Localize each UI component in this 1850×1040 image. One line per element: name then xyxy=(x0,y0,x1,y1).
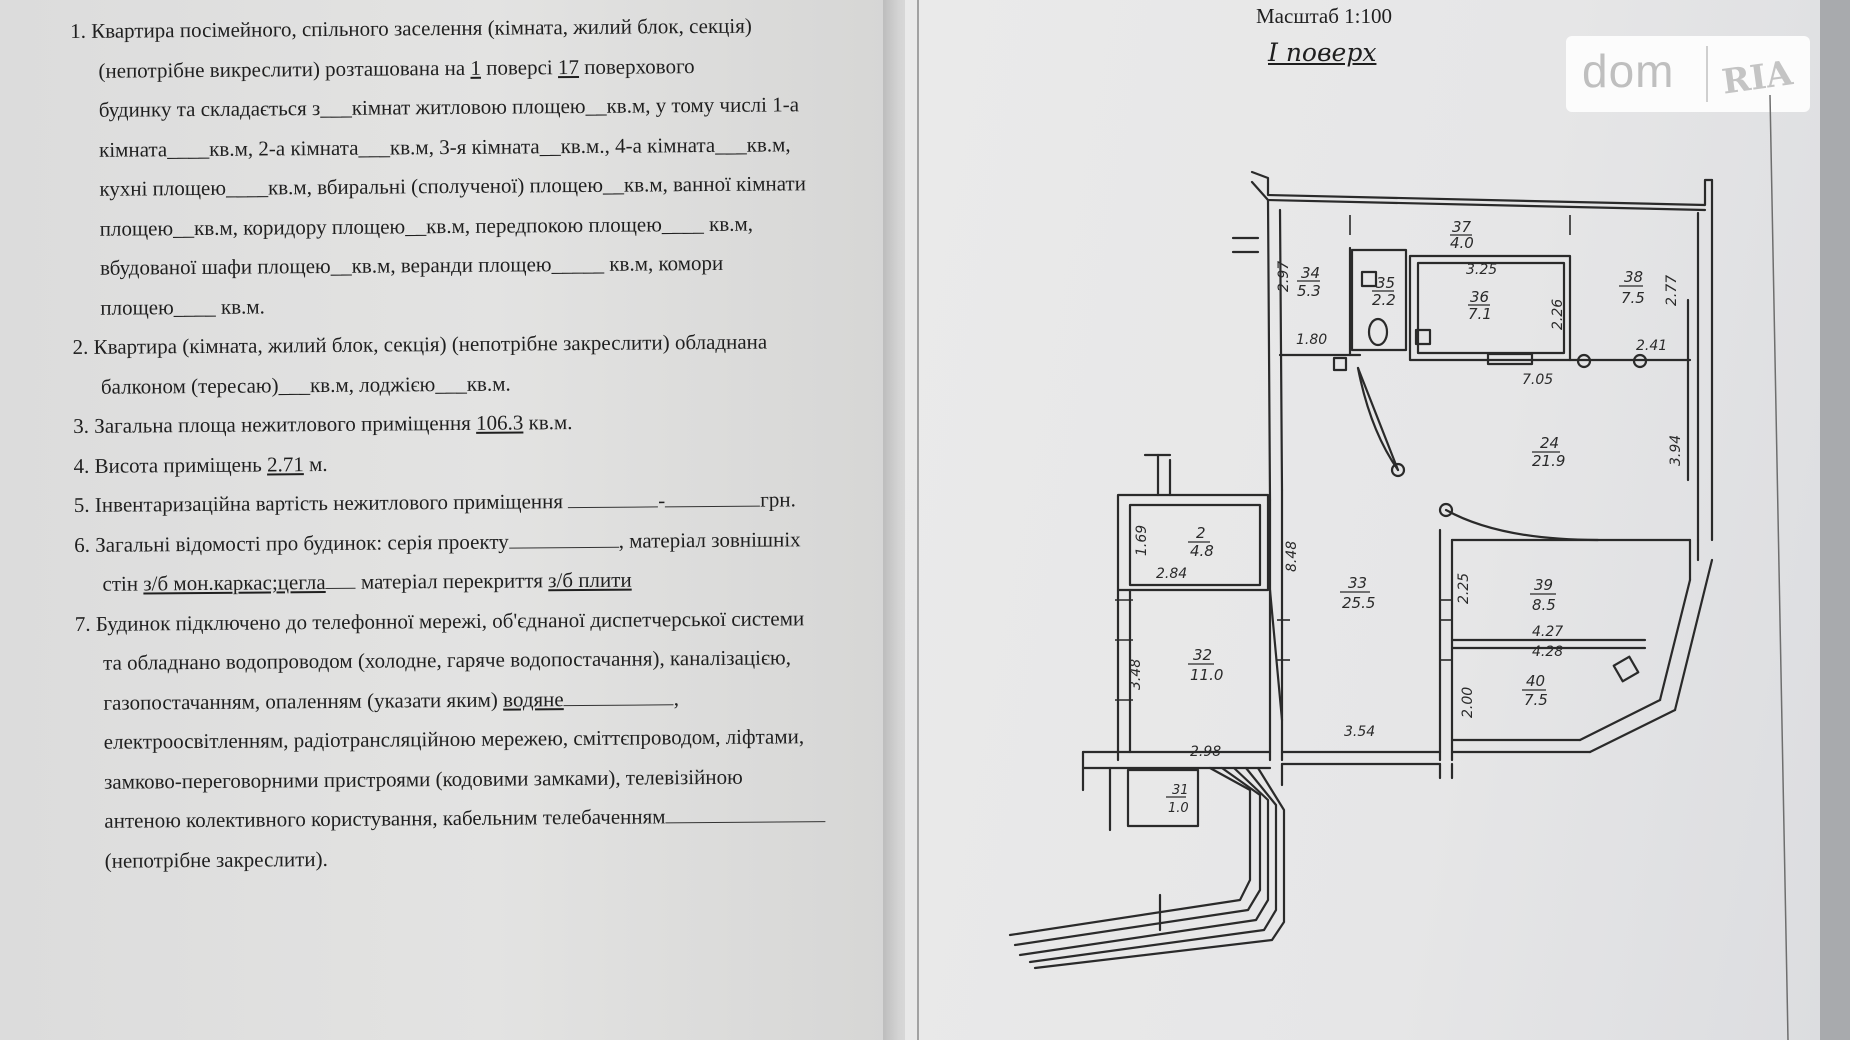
room-34-no: 34 xyxy=(1301,264,1320,282)
dim-2-00: 2.00 xyxy=(1460,687,1476,718)
floor-title: I поверх xyxy=(1268,38,1377,67)
room-34-area: 5.3 xyxy=(1297,282,1321,300)
page-edge xyxy=(1820,0,1850,1040)
room-40-no: 40 xyxy=(1526,672,1545,690)
dim-1-80: 1.80 xyxy=(1296,332,1327,348)
room-39-no: 39 xyxy=(1534,576,1553,594)
room-36-area: 7.1 xyxy=(1468,305,1492,323)
right-page xyxy=(905,0,1825,1040)
room-31-no: 31 xyxy=(1172,783,1189,798)
scale-label: Масштаб 1:100 xyxy=(1256,4,1393,28)
room-37-area: 4.0 xyxy=(1450,234,1474,252)
dom-ria-logo: dom RIA xyxy=(1566,36,1810,112)
room-39-area: 8.5 xyxy=(1532,596,1556,614)
room-35-area: 2.2 xyxy=(1372,291,1396,309)
dim-8-48: 8.48 xyxy=(1284,541,1300,572)
room-35-no: 35 xyxy=(1376,274,1395,292)
dim-4-28: 4.28 xyxy=(1532,644,1563,660)
room-33-area: 25.5 xyxy=(1342,594,1375,612)
dim-2-25: 2.25 xyxy=(1456,573,1472,604)
dim-3-25: 3.25 xyxy=(1466,262,1497,278)
dim-2-98: 2.98 xyxy=(1190,744,1221,760)
logo-divider xyxy=(1706,46,1708,102)
room-24-area: 21.9 xyxy=(1532,452,1565,470)
room-24-no: 24 xyxy=(1540,434,1559,452)
room-33-no: 33 xyxy=(1348,574,1367,592)
room-38-no: 38 xyxy=(1624,268,1643,286)
dim-3-48: 3.48 xyxy=(1128,659,1144,690)
room-2-no: 2 xyxy=(1196,524,1206,542)
room-36-no: 36 xyxy=(1470,288,1489,306)
room-32-area: 11.0 xyxy=(1190,666,1223,684)
logo-dom-text: dom xyxy=(1582,45,1675,97)
room-31-area: 1.0 xyxy=(1168,801,1189,816)
room-2-area: 4.8 xyxy=(1190,542,1214,560)
room-37-no: 37 xyxy=(1452,218,1472,236)
dim-4-27: 4.27 xyxy=(1532,624,1563,640)
dim-2-84: 2.84 xyxy=(1156,566,1187,582)
dim-2-97: 2.97 xyxy=(1276,261,1292,292)
dim-2-26: 2.26 xyxy=(1550,299,1566,330)
dim-1-69: 1.69 xyxy=(1134,525,1150,556)
dim-3-94: 3.94 xyxy=(1668,435,1684,466)
room-32-no: 32 xyxy=(1193,646,1212,664)
room-38-area: 7.5 xyxy=(1621,289,1645,307)
dim-3-54: 3.54 xyxy=(1344,724,1375,740)
dim-2-41: 2.41 xyxy=(1636,338,1667,354)
dim-7-05: 7.05 xyxy=(1522,372,1553,388)
room-40-area: 7.5 xyxy=(1524,691,1548,709)
dim-2-77: 2.77 xyxy=(1664,275,1680,306)
left-page: 1. Квартира посімейного, спільного засел… xyxy=(0,0,895,1040)
